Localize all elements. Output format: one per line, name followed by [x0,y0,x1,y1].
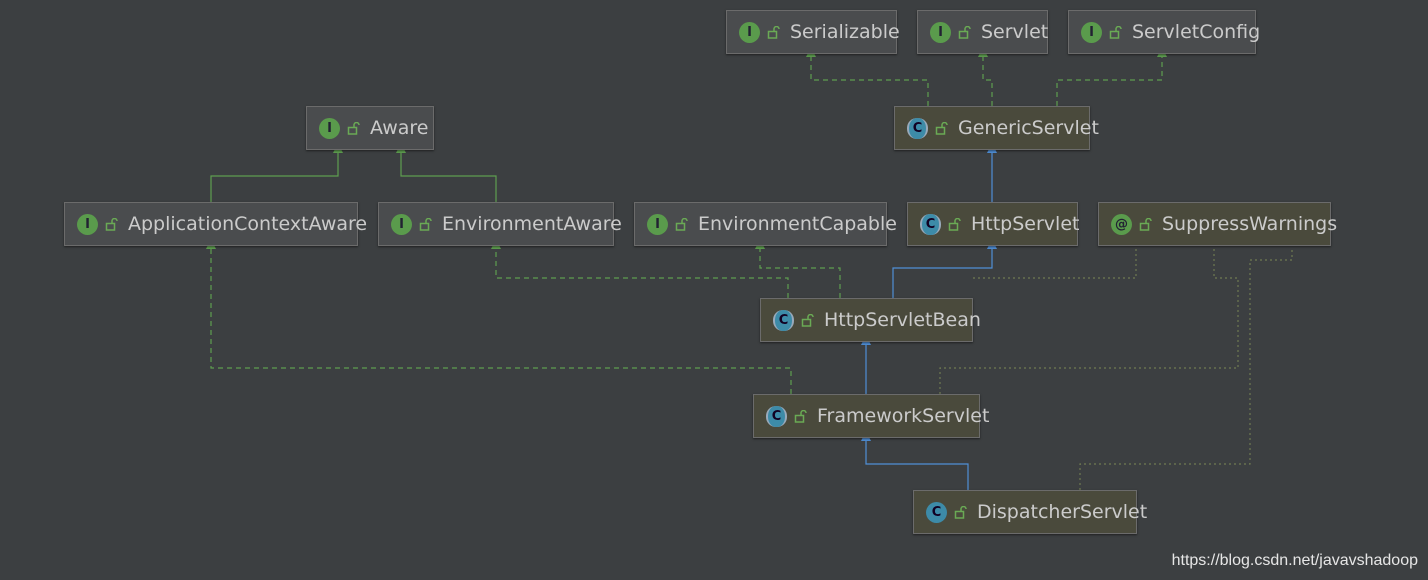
edge-frameworkservlet-suppresswarnings [939,248,1239,394]
interface-icon: I [319,117,340,139]
lock-icon [1139,217,1152,231]
node-environmentcapable[interactable]: I EnvironmentCapable [634,202,897,246]
edge-httpservletbean-environmentcapable [755,239,841,298]
node-label: Aware [370,117,429,139]
node-label: ServletConfig [1132,21,1261,43]
node-label: EnvironmentCapable [698,213,897,235]
lock-icon [419,217,432,231]
abstract-class-icon: C [773,309,794,331]
lock-icon [801,313,814,327]
node-genericservlet[interactable]: C GenericServlet [894,106,1099,150]
node-label: Serializable [790,21,900,43]
annotation-icon: @ [1111,213,1132,235]
edge-applicationcontextaware-aware [210,143,343,202]
lock-icon [347,121,360,135]
class-icon: C [926,501,947,523]
node-serializable[interactable]: I Serializable [726,10,900,54]
lock-icon [794,409,807,423]
node-httpservletbean[interactable]: C HttpServletBean [760,298,981,342]
lock-icon [948,217,961,231]
lock-icon [954,505,967,519]
lock-icon [958,25,971,39]
node-dispatcherservlet[interactable]: C DispatcherServlet [913,490,1147,534]
lock-icon [675,217,688,231]
interface-icon: I [647,213,668,235]
node-httpservlet[interactable]: C HttpServlet [907,202,1080,246]
interface-icon: I [1081,21,1102,43]
node-servlet[interactable]: I Servlet [917,10,1048,54]
node-label: HttpServletBean [824,309,981,331]
interface-icon: I [739,21,760,43]
edge-environmentaware-aware [396,143,497,202]
node-label: Servlet [981,21,1049,43]
edge-frameworkservlet-applicationcontextaware [206,239,792,394]
edge-httpservletbean-environmentaware [491,239,789,298]
edge-httpservletbean-httpservlet [892,239,997,298]
lock-icon [1109,25,1122,39]
edge-dispatcherservlet-frameworkservlet [861,431,969,490]
node-applicationcontextaware[interactable]: I ApplicationContextAware [64,202,367,246]
lock-icon [767,25,780,39]
edge-genericservlet-servlet [978,47,993,106]
lock-icon [935,121,948,135]
lock-icon [105,217,118,231]
node-label: FrameworkServlet [817,405,990,427]
interface-icon: I [77,213,98,235]
edge-genericservlet-serializable [806,47,929,106]
node-aware[interactable]: I Aware [306,106,434,150]
abstract-class-icon: C [907,117,928,139]
node-label: DispatcherServlet [977,501,1148,523]
node-label: EnvironmentAware [442,213,622,235]
node-frameworkservlet[interactable]: C FrameworkServlet [753,394,989,438]
node-label: HttpServlet [971,213,1080,235]
node-servletconfig[interactable]: I ServletConfig [1068,10,1260,54]
edge-genericservlet-servletconfig [1056,47,1167,106]
edge-httpservletbean-suppresswarnings [973,248,1137,279]
interface-icon: I [930,21,951,43]
node-suppresswarnings[interactable]: @ SuppressWarnings [1098,202,1337,246]
node-label: GenericServlet [958,117,1099,139]
watermark: https://blog.csdn.net/javavshadoop [1171,552,1418,569]
edge-dispatcherservlet-suppresswarnings [1079,248,1293,490]
abstract-class-icon: C [766,405,787,427]
interface-icon: I [391,213,412,235]
node-label: SuppressWarnings [1162,213,1338,235]
abstract-class-icon: C [920,213,941,235]
node-environmentaware[interactable]: I EnvironmentAware [378,202,622,246]
node-label: ApplicationContextAware [128,213,368,235]
